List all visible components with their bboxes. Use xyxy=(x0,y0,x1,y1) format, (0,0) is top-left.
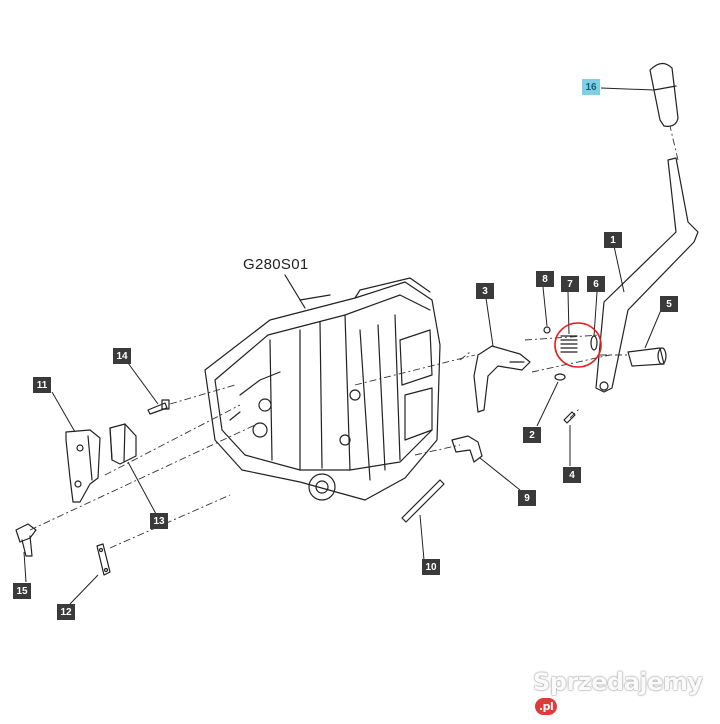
highlight-marker xyxy=(554,322,602,368)
callout-10[interactable]: 10 xyxy=(422,559,440,575)
callout-16[interactable]: 16 xyxy=(582,79,600,95)
callout-12[interactable]: 12 xyxy=(57,604,75,620)
part-5-pin xyxy=(627,347,667,367)
callout-5[interactable]: 5 xyxy=(660,296,678,312)
part-9-fork xyxy=(451,435,483,463)
part-16-knob xyxy=(649,62,679,127)
part-12-link xyxy=(96,543,111,576)
part-7-spring xyxy=(560,335,578,353)
callout-4[interactable]: 4 xyxy=(563,467,581,483)
part-14-screw xyxy=(147,399,170,415)
assembly-leader-line xyxy=(284,274,306,309)
callout-9[interactable]: 9 xyxy=(518,490,536,506)
callout-3[interactable]: 3 xyxy=(476,283,494,299)
callout-13[interactable]: 13 xyxy=(150,513,168,529)
part-4-pin xyxy=(563,411,576,424)
watermark: Sprzedajemy .pl xyxy=(533,668,720,724)
transmission-housing xyxy=(204,277,441,501)
callout-7[interactable]: 7 xyxy=(561,276,579,292)
part-10-rod xyxy=(401,479,445,523)
callout-11[interactable]: 11 xyxy=(33,377,51,393)
part-2-ring xyxy=(554,373,566,381)
part-13-switch xyxy=(109,423,137,465)
watermark-suffix: .pl xyxy=(535,698,558,715)
part-11-bracket xyxy=(65,429,101,503)
part-3-fork xyxy=(473,345,531,413)
part-1-lever xyxy=(595,157,699,393)
callout-2[interactable]: 2 xyxy=(523,427,541,443)
callout-8[interactable]: 8 xyxy=(536,271,554,287)
callout-15[interactable]: 15 xyxy=(13,583,31,599)
watermark-text: Sprzedajemy xyxy=(533,668,703,696)
part-15-bolt xyxy=(15,523,37,557)
part-8-ball xyxy=(543,326,551,334)
callout-6[interactable]: 6 xyxy=(587,276,605,292)
part-6-ring xyxy=(590,335,598,351)
callout-14[interactable]: 14 xyxy=(113,348,131,364)
assembly-label: G280S01 xyxy=(243,256,309,273)
callout-1[interactable]: 1 xyxy=(604,232,622,248)
